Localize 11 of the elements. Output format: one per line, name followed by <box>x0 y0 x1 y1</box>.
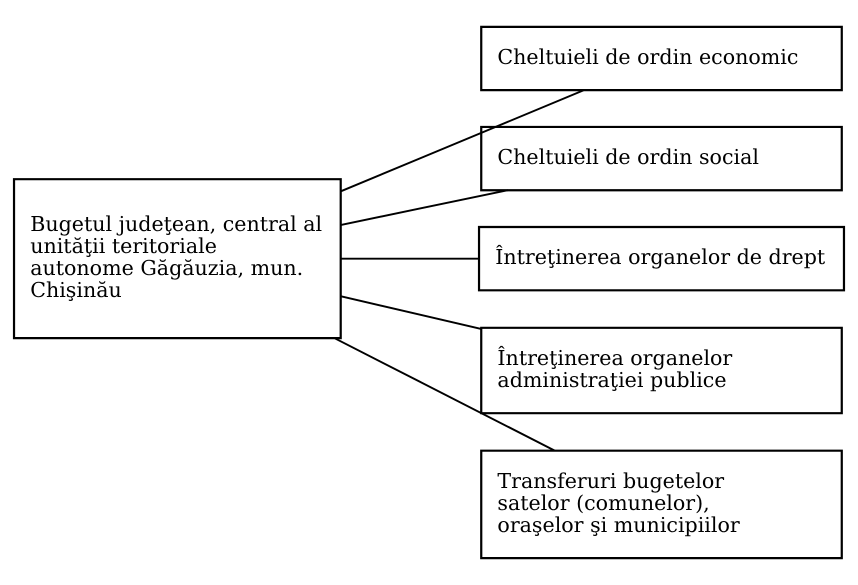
connector <box>334 338 556 452</box>
node-box: Bugetul judeţean, central al unităţii teritoriale autonome Găgăuzia, mun. Chişinău <box>12 178 342 340</box>
connector <box>340 90 584 192</box>
node-box: Transferuri bugetelor satelor (comunelor), oraşelor şi municipiilor <box>480 450 843 560</box>
connector <box>341 258 479 260</box>
node-box: Întreţinerea organelor de drept <box>478 226 846 292</box>
connector <box>340 295 482 330</box>
node-box: Întreţinerea organelor administraţiei publice <box>480 326 843 414</box>
connector <box>340 189 508 226</box>
node-box: Cheltuieli de ordin social <box>480 126 843 192</box>
node-box: Cheltuieli de ordin economic <box>480 26 843 92</box>
